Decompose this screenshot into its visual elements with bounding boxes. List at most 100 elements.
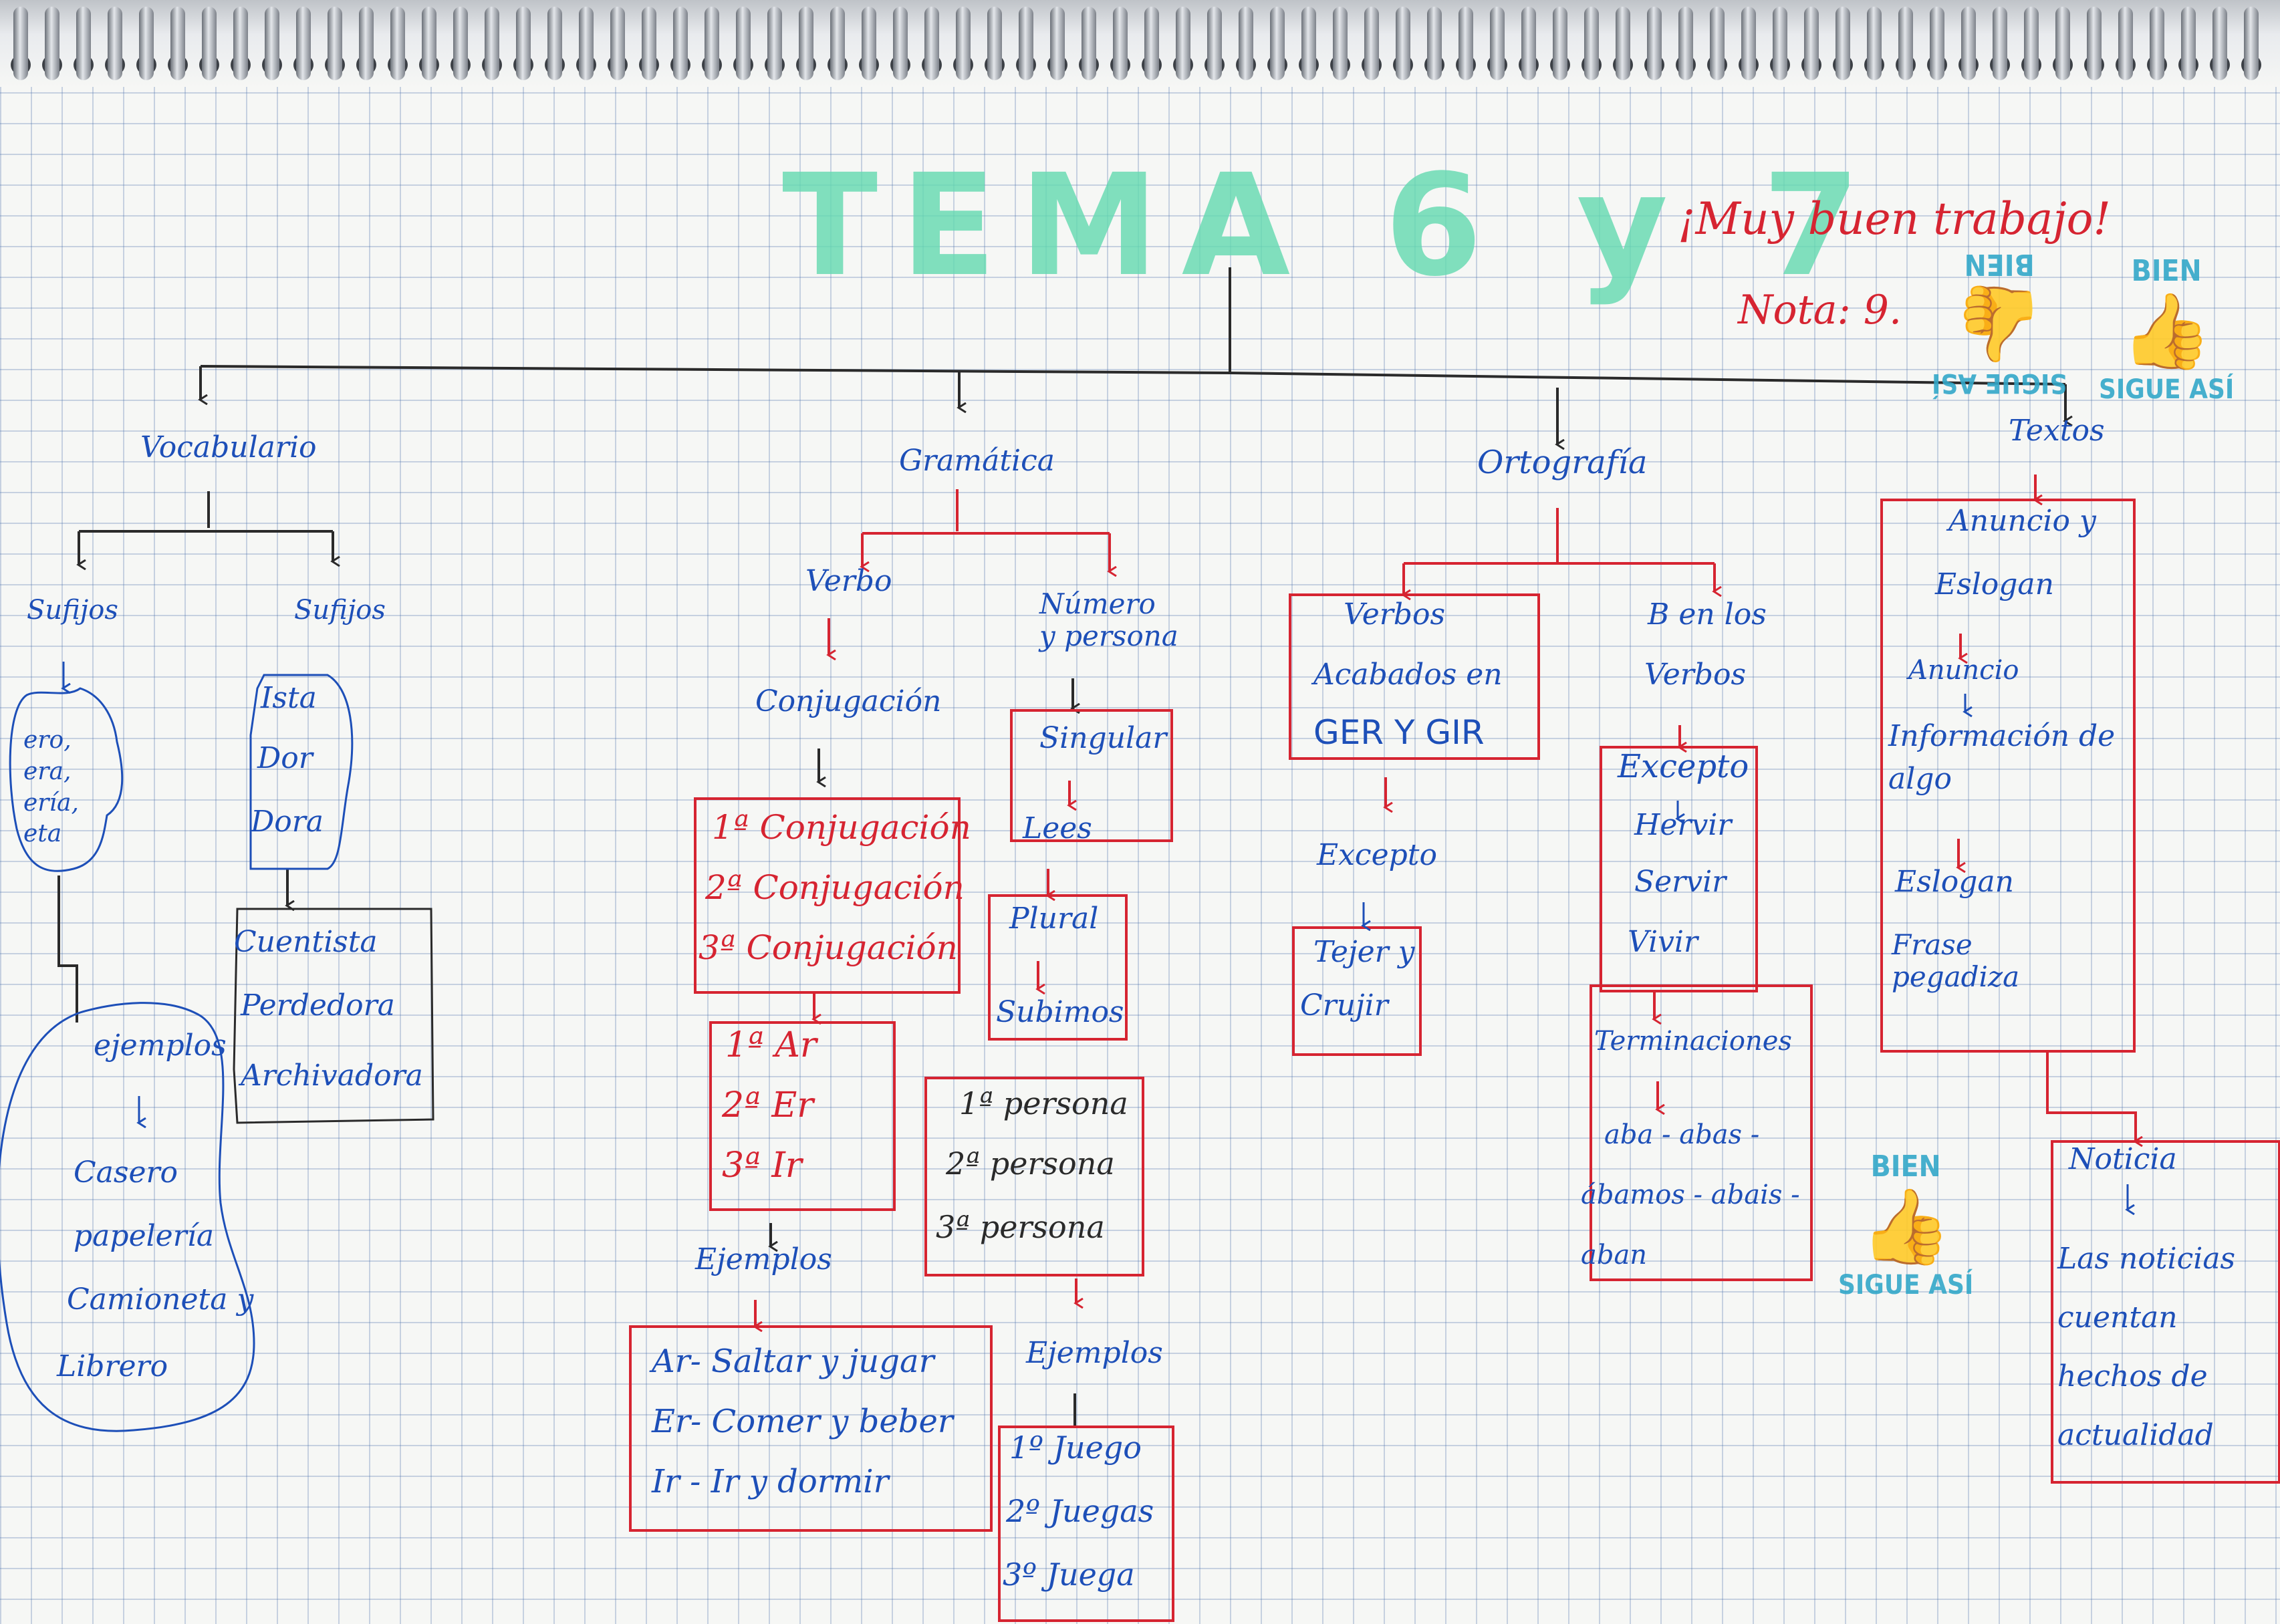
binding-ring	[1082, 7, 1096, 80]
vocab-ejemplo-casero: Casero	[74, 1156, 178, 1190]
binding-ring	[328, 7, 342, 80]
textos-anuncio-y: Anuncio y	[1948, 504, 2096, 538]
binding-ring	[830, 7, 845, 80]
conjugaciones-box	[694, 797, 961, 994]
verbo-label: Verbo	[805, 564, 892, 598]
thumbs-up-icon: 👍	[1953, 282, 2045, 368]
binding-ring	[453, 7, 468, 80]
gramatica-label: Gramática	[899, 444, 1055, 478]
binding-ring	[2055, 7, 2070, 80]
word-archivadora: Archivadora	[241, 1059, 423, 1093]
textos-eslogan: Eslogan	[1895, 865, 2014, 899]
conjugacion-label: Conjugación	[755, 684, 942, 718]
binding-ring	[1239, 7, 1253, 80]
page-title: TEMA 6 y 7	[782, 144, 1883, 307]
vocab-ejemplo-papeleria: papelería	[74, 1219, 215, 1253]
binding-ring	[2024, 7, 2039, 80]
binding-ring	[1804, 7, 1819, 80]
ortografia-label: Ortografía	[1477, 444, 1648, 481]
ortografia-tejer: Tejer y	[1313, 935, 1415, 969]
gramatica-ejemplo-ir: Ir - Ir y dormir	[652, 1463, 889, 1500]
ejemplo2-juego: 1º Juego	[1009, 1430, 1142, 1466]
ortografia-crujir: Crujir	[1300, 988, 1388, 1023]
binding-ring	[1710, 7, 1725, 80]
binding-ring	[1427, 7, 1442, 80]
ortografia-vivir: Vivir	[1628, 925, 1698, 959]
binding-ring	[1741, 7, 1756, 80]
personas-box	[924, 1077, 1144, 1276]
binding-ring	[1584, 7, 1599, 80]
singular-box	[1010, 709, 1173, 842]
conjugacion-1: 1ª Conjugación	[712, 808, 971, 847]
ortografia-aba: aba - abas -	[1604, 1119, 1760, 1150]
binding-ring	[2181, 7, 2196, 80]
binding-ring	[1898, 7, 1913, 80]
gramatica-ejemplo-ar: Ar- Saltar y jugar	[652, 1343, 934, 1380]
ejemplos-box	[629, 1325, 993, 1532]
binding-ring	[13, 7, 28, 80]
binding-ring	[1521, 7, 1536, 80]
main-branch-line	[200, 365, 2066, 386]
excepto2-box	[1600, 746, 1758, 992]
lees-label: Lees	[1023, 811, 1092, 845]
textos-anuncio-def: Información de algo	[1888, 719, 2116, 796]
binding-ring	[767, 7, 782, 80]
ortografia-b-en-los: B en los	[1648, 597, 1767, 632]
vocabulario-label: Vocabulario	[140, 430, 317, 464]
terminaciones-ortografia-box	[1590, 984, 1813, 1281]
binding-ring	[987, 7, 1002, 80]
ortografia-ger-gir: GER Y GIR	[1313, 713, 1485, 752]
noticia-box	[2051, 1140, 2280, 1484]
textos-noticia-def: Las noticias cuentan hechos de actualida…	[2057, 1242, 2236, 1452]
sufijo-dora: Dora	[251, 805, 324, 839]
binding-ring	[579, 7, 594, 80]
binding-ring	[2118, 7, 2133, 80]
thumbs-up-icon: 👍	[1860, 1184, 1952, 1269]
binding-ring	[76, 7, 91, 80]
binding-ring	[296, 7, 311, 80]
ortografia-acabados-en: Acabados en	[1313, 658, 1503, 692]
binding-ring	[422, 7, 436, 80]
binding-ring	[862, 7, 876, 80]
binding-ring	[642, 7, 656, 80]
binding-ring	[1490, 7, 1505, 80]
textos-eslogan-head: Eslogan	[1935, 567, 2054, 601]
binding-ring	[547, 7, 562, 80]
textos-label: Textos	[2009, 414, 2105, 448]
binding-ring	[265, 7, 279, 80]
ortografia-abamos: ábamos - abais -	[1581, 1180, 1800, 1210]
binding-ring	[1647, 7, 1662, 80]
spiral-binding	[0, 0, 2280, 87]
binding-ring	[2212, 7, 2227, 80]
tejer-box	[1292, 926, 1422, 1056]
binding-ring	[233, 7, 248, 80]
binding-ring	[1678, 7, 1693, 80]
binding-ring	[1930, 7, 1944, 80]
binding-ring	[1553, 7, 1567, 80]
ejemplos-blob	[0, 1002, 255, 1432]
numero-persona-label: Número y persona	[1039, 587, 1178, 653]
binding-ring	[108, 7, 122, 80]
subimos-label: Subimos	[996, 995, 1124, 1029]
ortografia-hervir: Hervir	[1634, 808, 1732, 842]
stamp-bien-top: BIEN 👍 SIGUE ASÍ	[2099, 254, 2235, 405]
binding-ring	[45, 7, 59, 80]
binding-ring	[1176, 7, 1190, 80]
gramatica-ejemplos2-label: Ejemplos	[1026, 1336, 1163, 1370]
binding-ring	[390, 7, 405, 80]
binding-ring	[1616, 7, 1630, 80]
vocab-ejemplos-label: ejemplos	[94, 1029, 227, 1063]
sufijo-dor: Dor	[257, 741, 313, 775]
ortografia-aban: aban	[1581, 1240, 1648, 1270]
binding-ring	[956, 7, 971, 80]
binding-ring	[1993, 7, 2007, 80]
plural-label: Plural	[1009, 902, 1099, 936]
word-cuentista: Cuentista	[234, 925, 378, 959]
ortografia-terminaciones: Terminaciones	[1594, 1026, 1792, 1057]
binding-ring	[1050, 7, 1065, 80]
binding-ring	[359, 7, 374, 80]
binding-ring	[736, 7, 751, 80]
binding-ring	[1144, 7, 1159, 80]
cuentista-box	[233, 908, 434, 1124]
terminaciones-box	[709, 1021, 896, 1211]
